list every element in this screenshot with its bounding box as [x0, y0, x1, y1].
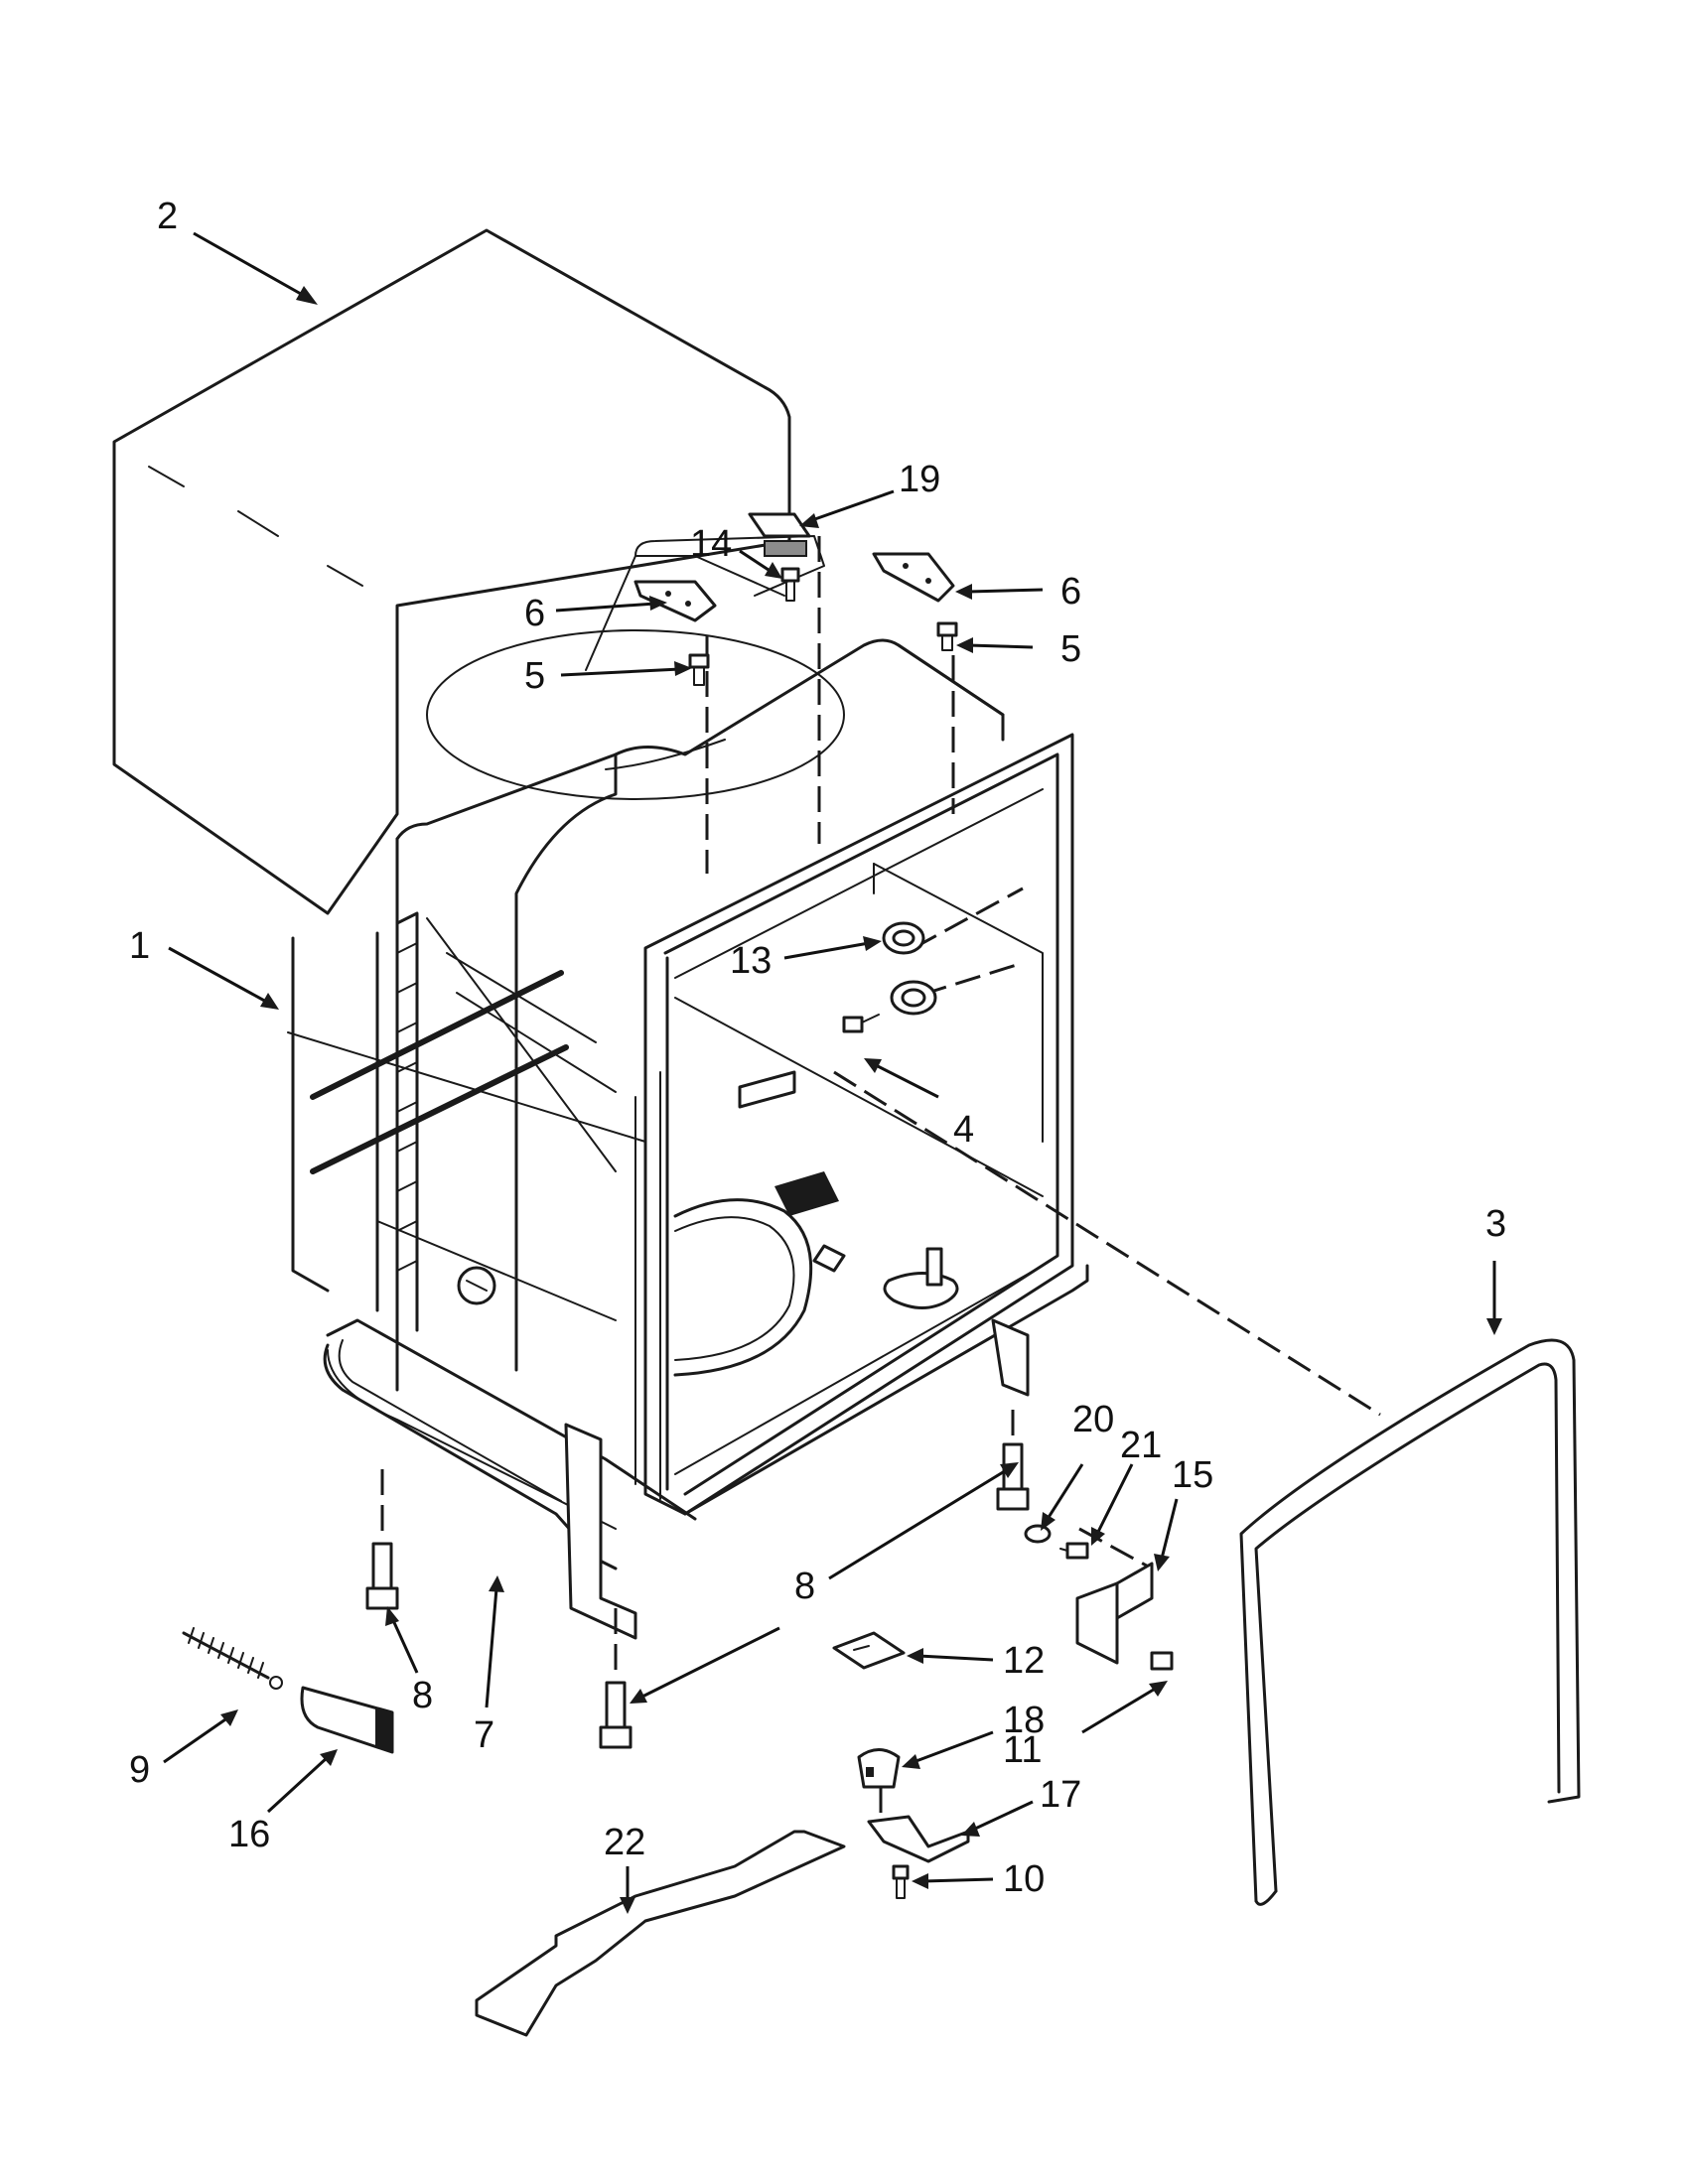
part-5-screw-left [688, 653, 710, 686]
part-15-bracket [1075, 1562, 1154, 1665]
callout-13: 13 [730, 940, 772, 982]
callout-4: 4 [953, 1109, 974, 1151]
part-17-mounting-bracket [867, 1815, 970, 1863]
callout-1: 1 [129, 925, 150, 967]
callout-2: 2 [157, 196, 178, 237]
part-19-vent-bracket [748, 512, 811, 557]
part-5-screw-right [936, 621, 958, 651]
part-12-shield [832, 1631, 906, 1670]
callout-12: 12 [1003, 1640, 1045, 1682]
callout-16: 16 [228, 1814, 270, 1855]
alignment-lines [380, 536, 1381, 1817]
part-14-screw [780, 567, 800, 602]
callout-8a: 8 [794, 1566, 815, 1607]
callout-6b: 6 [1060, 571, 1081, 613]
callout-6a: 6 [524, 593, 545, 634]
tub-part [287, 535, 1089, 1530]
part-10-screw [892, 1864, 910, 1899]
callout-9: 9 [129, 1749, 150, 1791]
callout-leaders [163, 231, 1502, 1914]
callout-22: 22 [604, 1822, 645, 1863]
callout-11: 11 [1003, 1729, 1042, 1771]
callout-20: 20 [1072, 1399, 1114, 1440]
callout-8b: 8 [412, 1675, 433, 1716]
part-3-door-gasket [1239, 1338, 1581, 1906]
part-6-hinge-bracket-right [872, 552, 955, 603]
callout-labels: 2 19 14 6 6 5 5 1 13 4 3 20 21 15 8 7 8 … [129, 196, 1506, 1900]
part-6-hinge-bracket-left [633, 580, 717, 622]
part-18-thermostat [857, 1748, 901, 1789]
callout-5a: 5 [524, 655, 545, 697]
callout-18: 18 [1003, 1700, 1045, 1741]
insulation-blanket-part [112, 228, 791, 915]
callout-5b: 5 [1060, 628, 1081, 670]
callout-21: 21 [1120, 1425, 1162, 1466]
part-13-door-rollers [882, 921, 937, 1016]
part-8-leveling-leg-center [599, 1681, 633, 1749]
callout-3: 3 [1485, 1203, 1506, 1245]
part-22-base-plate [475, 1830, 846, 2037]
part-20-nut [1024, 1524, 1052, 1544]
part-16-pad [300, 1686, 394, 1754]
callout-15: 15 [1172, 1454, 1213, 1496]
part-4-screw [842, 1014, 880, 1033]
tub-base-frame-part [323, 1318, 1030, 1640]
callout-17: 17 [1040, 1774, 1081, 1816]
part-9-spring [182, 1627, 283, 1690]
callout-14: 14 [690, 523, 732, 565]
part-11-screw [1150, 1651, 1174, 1671]
callout-7: 7 [474, 1714, 494, 1756]
callout-19: 19 [899, 459, 940, 500]
part-21-screw [1059, 1542, 1089, 1560]
callout-10: 10 [1003, 1858, 1045, 1900]
part-8-leveling-leg-left [365, 1542, 399, 1610]
part-8-leveling-leg-right [996, 1442, 1030, 1511]
